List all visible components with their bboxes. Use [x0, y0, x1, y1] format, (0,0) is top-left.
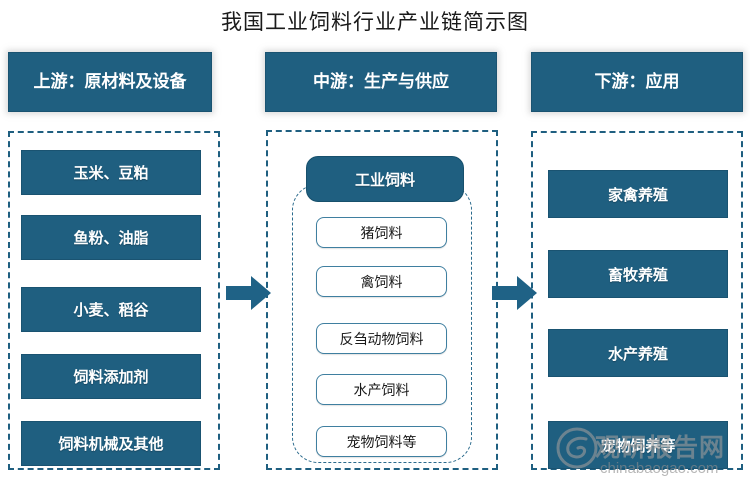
downstream-item-4[interactable]: 宠物饲养等 [548, 421, 728, 469]
upstream-item-2[interactable]: 鱼粉、油脂 [21, 215, 201, 260]
upstream-item-4[interactable]: 饲料添加剂 [21, 354, 201, 399]
upstream-header: 上游：原材料及设备 [8, 52, 212, 112]
upstream-item-1[interactable]: 玉米、豆粕 [21, 150, 201, 195]
midstream-item-5[interactable]: 宠物饲料等 [316, 426, 447, 457]
downstream-item-2[interactable]: 畜牧养殖 [548, 250, 728, 298]
midstream-item-3[interactable]: 反刍动物饲料 [316, 323, 447, 354]
downstream-item-3[interactable]: 水产养殖 [548, 329, 728, 377]
midstream-core-box[interactable]: 工业饲料 [306, 156, 464, 202]
midstream-header: 中游：生产与供应 [265, 52, 497, 112]
arrow-right-icon-midstream-to-downstream [492, 275, 538, 311]
downstream-header: 下游：应用 [531, 52, 743, 112]
arrow-right-icon-upstream-to-midstream [226, 275, 272, 311]
downstream-item-1[interactable]: 家禽养殖 [548, 170, 728, 218]
page-title: 我国工业饲料行业产业链简示图 [221, 10, 529, 34]
midstream-item-4[interactable]: 水产饲料 [316, 374, 447, 405]
midstream-item-1[interactable]: 猪饲料 [316, 217, 447, 248]
upstream-item-5[interactable]: 饲料机械及其他 [21, 421, 201, 466]
midstream-item-2[interactable]: 禽饲料 [316, 266, 447, 297]
upstream-item-3[interactable]: 小麦、稻谷 [21, 287, 201, 332]
